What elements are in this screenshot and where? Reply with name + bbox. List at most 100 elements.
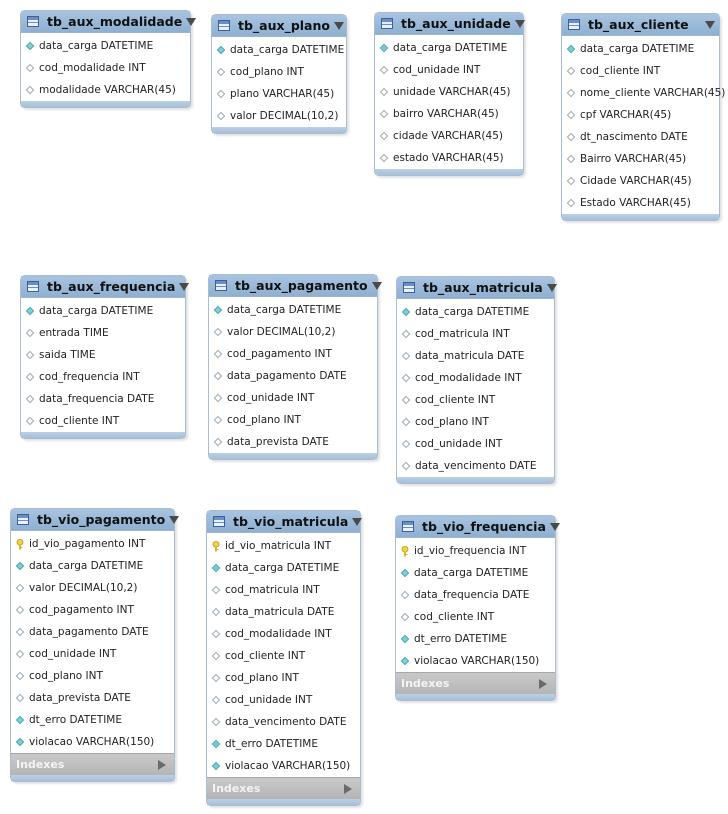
column-row[interactable]: cod_pagamento INT xyxy=(209,343,377,365)
column-row[interactable]: cod_modalidade INT xyxy=(397,367,554,389)
table-header[interactable]: tb_aux_pagamento xyxy=(209,275,382,297)
column-row[interactable]: violacao VARCHAR(150) xyxy=(207,755,360,777)
column-row[interactable]: cod_cliente INT xyxy=(562,60,719,82)
collapse-arrow-icon[interactable] xyxy=(179,282,190,291)
column-row[interactable]: dt_nascimento DATE xyxy=(562,126,719,148)
column-row[interactable]: cod_cliente INT xyxy=(397,389,554,411)
column-row[interactable]: modalidade VARCHAR(45) xyxy=(21,79,190,101)
column-row[interactable]: nome_cliente VARCHAR(45) xyxy=(562,82,725,104)
column-row[interactable]: violacao VARCHAR(150) xyxy=(396,650,555,672)
indexes-section[interactable]: Indexes xyxy=(396,672,555,694)
column-row[interactable]: id_vio_frequencia INT xyxy=(396,540,555,562)
table-header[interactable]: tb_aux_cliente xyxy=(562,14,719,36)
column-row[interactable]: data_carga DATETIME xyxy=(562,38,719,60)
table-header[interactable]: tb_aux_matricula xyxy=(397,277,557,299)
column-row[interactable]: data_vencimento DATE xyxy=(397,455,554,477)
column-row[interactable]: cod_modalidade INT xyxy=(207,623,360,645)
column-row[interactable]: cod_unidade INT xyxy=(207,689,360,711)
collapse-arrow-icon[interactable] xyxy=(371,281,382,290)
column-row[interactable]: data_carga DATETIME xyxy=(21,35,190,57)
column-row[interactable]: cod_cliente INT xyxy=(21,410,185,432)
column-row[interactable]: estado VARCHAR(45) xyxy=(375,147,523,169)
collapse-arrow-icon[interactable] xyxy=(169,515,180,524)
column-row[interactable]: Cidade VARCHAR(45) xyxy=(562,170,719,192)
column-row[interactable]: plano VARCHAR(45) xyxy=(212,83,346,105)
table-header[interactable]: tb_vio_pagamento xyxy=(11,509,180,531)
table-header[interactable]: tb_vio_matricula xyxy=(207,511,363,533)
column-row[interactable]: cidade VARCHAR(45) xyxy=(375,125,523,147)
column-row[interactable]: cod_unidade INT xyxy=(397,433,554,455)
column-row[interactable]: data_carga DATETIME xyxy=(396,562,555,584)
column-row[interactable]: cod_cliente INT xyxy=(396,606,555,628)
table-header[interactable]: tb_aux_unidade xyxy=(375,13,525,35)
column-row[interactable]: cod_plano INT xyxy=(212,61,346,83)
expand-arrow-icon[interactable] xyxy=(539,678,547,689)
indexes-section[interactable]: Indexes xyxy=(207,777,360,799)
indexes-section[interactable]: Indexes xyxy=(11,753,174,775)
column-row[interactable]: data_carga DATETIME xyxy=(212,39,346,61)
column-row[interactable]: violacao VARCHAR(150) xyxy=(11,731,174,753)
column-row[interactable]: cod_frequencia INT xyxy=(21,366,185,388)
column-row[interactable]: Estado VARCHAR(45) xyxy=(562,192,719,214)
collapse-arrow-icon[interactable] xyxy=(514,19,525,28)
collapse-arrow-icon[interactable] xyxy=(333,21,344,30)
column-row[interactable]: cod_unidade INT xyxy=(209,387,377,409)
expand-arrow-icon[interactable] xyxy=(158,759,166,770)
column-row[interactable]: data_frequencia DATE xyxy=(21,388,185,410)
column-row[interactable]: data_prevista DATE xyxy=(11,687,174,709)
collapse-arrow-icon[interactable] xyxy=(705,20,715,29)
column-row[interactable]: unidade VARCHAR(45) xyxy=(375,81,523,103)
table-header[interactable]: tb_aux_plano xyxy=(212,15,346,37)
table-header[interactable]: tb_aux_modalidade xyxy=(21,11,197,33)
column-row[interactable]: dt_erro DATETIME xyxy=(207,733,360,755)
column-row[interactable]: data_carga DATETIME xyxy=(21,300,185,322)
column-row[interactable]: data_matricula DATE xyxy=(397,345,554,367)
column-row[interactable]: cod_modalidade INT xyxy=(21,57,190,79)
column-row[interactable]: cod_unidade INT xyxy=(11,643,174,665)
column-row[interactable]: saida TIME xyxy=(21,344,185,366)
column-row[interactable]: cod_cliente INT xyxy=(207,645,360,667)
collapse-arrow-icon[interactable] xyxy=(186,17,197,26)
column-row[interactable]: cod_unidade INT xyxy=(375,59,523,81)
column-row[interactable]: dt_erro DATETIME xyxy=(11,709,174,731)
column-row[interactable]: valor DECIMAL(10,2) xyxy=(11,577,174,599)
column-row[interactable]: entrada TIME xyxy=(21,322,185,344)
column-row[interactable]: valor DECIMAL(10,2) xyxy=(209,321,377,343)
column-row[interactable]: Bairro VARCHAR(45) xyxy=(562,148,719,170)
collapse-arrow-icon[interactable] xyxy=(546,283,557,292)
table-header[interactable]: tb_aux_frequencia xyxy=(21,276,190,298)
table-header[interactable]: tb_vio_frequencia xyxy=(396,516,560,538)
column-row[interactable]: data_pagamento DATE xyxy=(209,365,377,387)
column-row[interactable]: data_carga DATETIME xyxy=(207,557,360,579)
column-row[interactable]: data_carga DATETIME xyxy=(11,555,174,577)
column-row[interactable]: cpf VARCHAR(45) xyxy=(562,104,719,126)
column-row[interactable]: id_vio_matricula INT xyxy=(207,535,360,557)
column-row[interactable]: data_carga DATETIME xyxy=(397,301,554,323)
column-row[interactable]: data_carga DATETIME xyxy=(209,299,377,321)
column-row[interactable]: data_frequencia DATE xyxy=(396,584,555,606)
column-row[interactable]: dt_erro DATETIME xyxy=(396,628,555,650)
column-row[interactable]: id_vio_pagamento INT xyxy=(11,533,174,555)
column-row[interactable]: data_prevista DATE xyxy=(209,431,377,453)
column-row[interactable]: cod_matricula INT xyxy=(207,579,360,601)
column-row[interactable]: data_pagamento DATE xyxy=(11,621,174,643)
collapse-arrow-icon[interactable] xyxy=(352,517,363,526)
column-row[interactable]: valor DECIMAL(10,2) xyxy=(212,105,346,127)
column-row[interactable]: cod_plano INT xyxy=(397,411,554,433)
expand-arrow-icon[interactable] xyxy=(344,783,352,794)
column-row[interactable]: bairro VARCHAR(45) xyxy=(375,103,523,125)
collapse-arrow-icon[interactable] xyxy=(549,522,560,531)
column-row[interactable]: data_vencimento DATE xyxy=(207,711,360,733)
column-row[interactable]: cod_plano INT xyxy=(11,665,174,687)
column-row[interactable]: cod_matricula INT xyxy=(397,323,554,345)
column-row[interactable]: cod_plano INT xyxy=(207,667,360,689)
